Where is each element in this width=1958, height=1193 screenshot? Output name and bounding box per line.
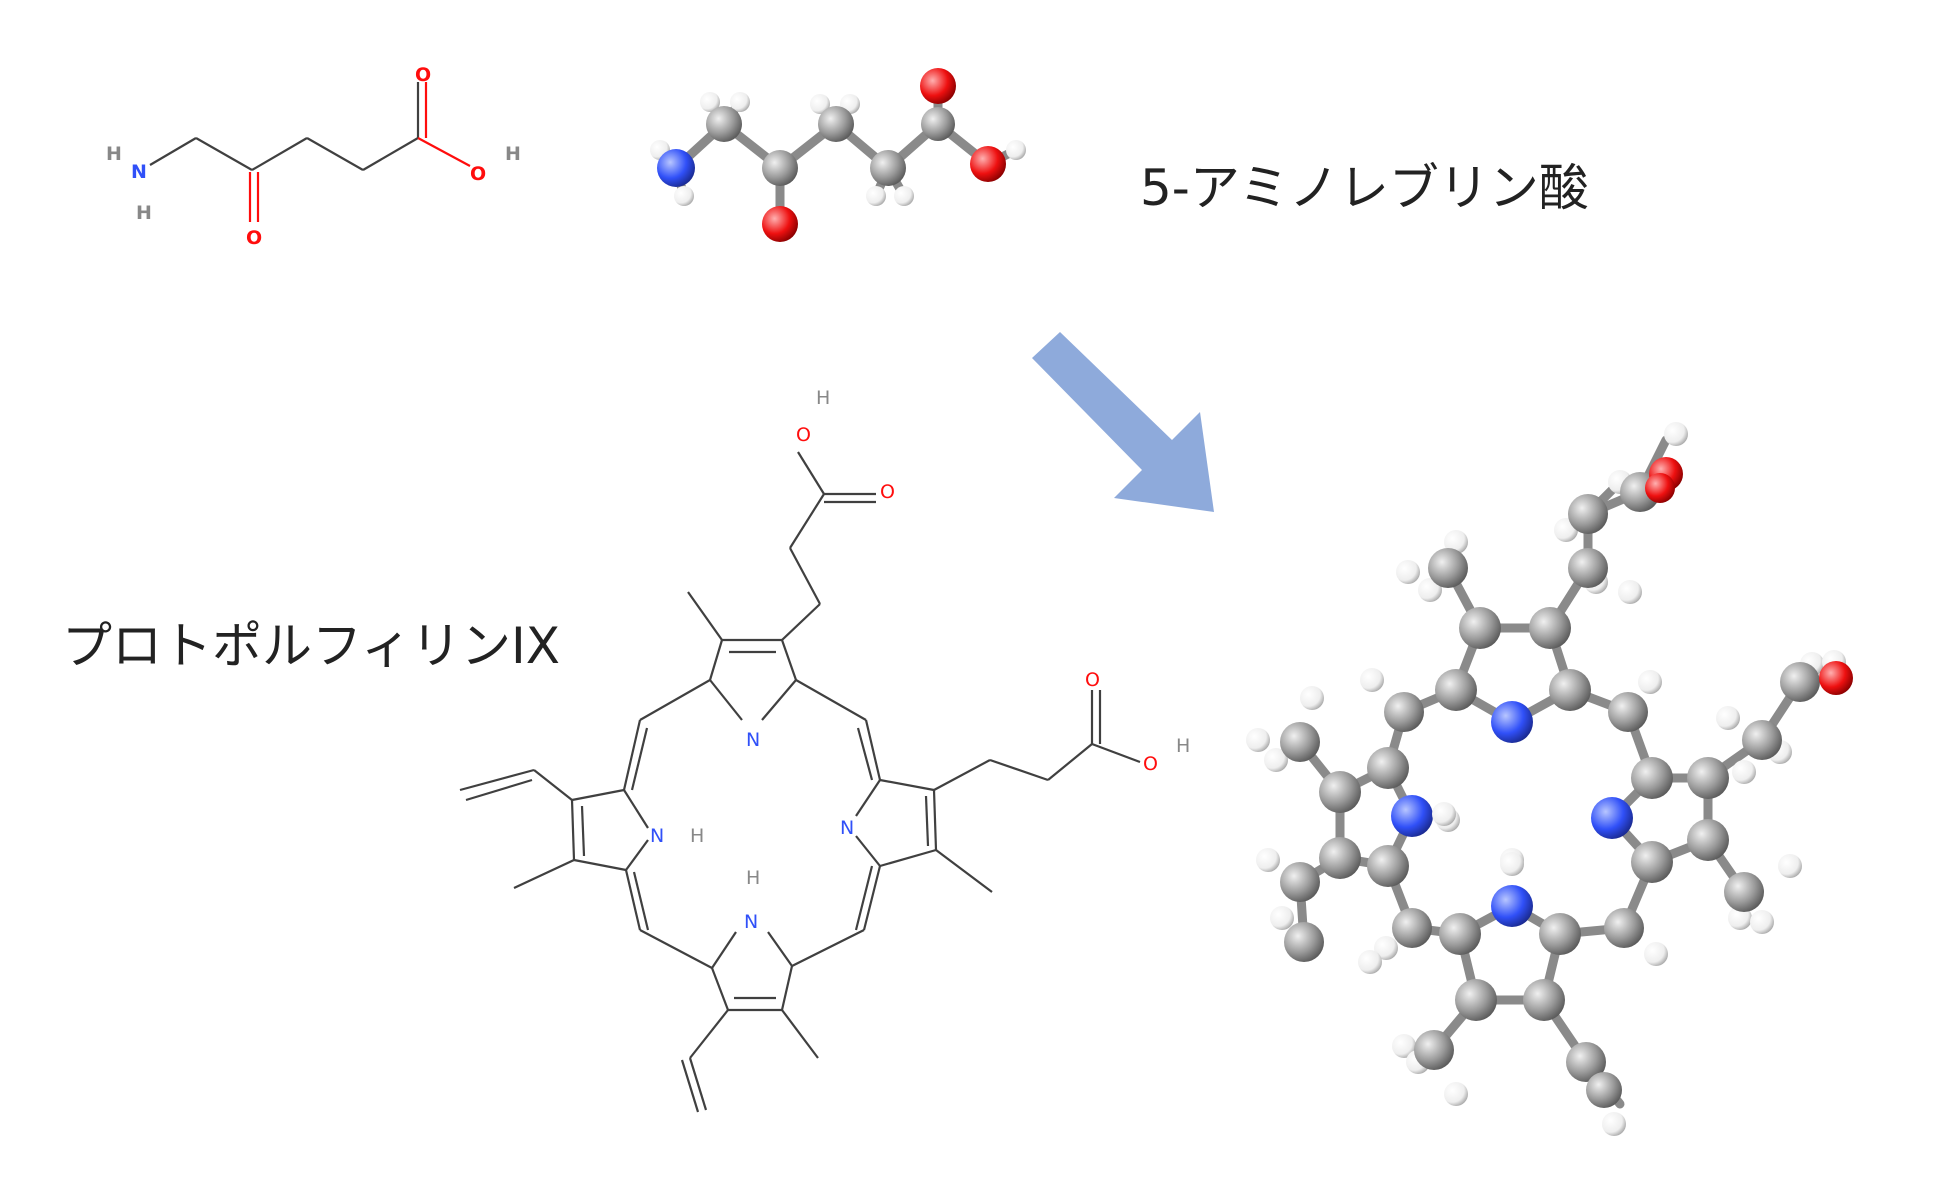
pp-bottom-h-atom: H xyxy=(746,867,760,889)
pp-bottom-n-atom: N xyxy=(744,911,758,933)
ala-acid-h-atom: H xyxy=(505,143,521,165)
pp-right-h-atom: H xyxy=(1176,735,1190,757)
ala-keto-o-atom: O xyxy=(246,227,262,249)
ala-acid-o-atom-2: O xyxy=(470,163,486,185)
pp-top-o-atom-2: O xyxy=(880,481,895,503)
ala-h-atom-1: H xyxy=(106,143,122,165)
pp-top-h-atom: H xyxy=(816,387,830,409)
ala-acid-o-atom-1: O xyxy=(415,64,431,86)
ala-3d-atoms xyxy=(650,68,1026,242)
pp-right-o-atom-2: O xyxy=(1143,753,1158,775)
pp-left-h-atom: H xyxy=(690,825,704,847)
protoporphyrin-name-label: プロトポルフィリンIX xyxy=(62,617,560,675)
pp-left-n-atom: N xyxy=(650,825,664,847)
pp-right-n-atom: N xyxy=(840,817,854,839)
ala-n-atom: N xyxy=(131,161,147,183)
pp-2d-bonds xyxy=(459,451,1141,1113)
pp-top-o-atom-1: O xyxy=(796,424,811,446)
pp-top-n-atom: N xyxy=(746,729,760,751)
ala-2d-bonds xyxy=(149,82,471,222)
pp-right-o-atom-1: O xyxy=(1085,669,1100,691)
ala-h-atom-2: H xyxy=(136,202,152,224)
ala-name-label: 5-アミノレブリン酸 xyxy=(1140,159,1589,217)
pp-3d-atoms xyxy=(1246,422,1853,1136)
